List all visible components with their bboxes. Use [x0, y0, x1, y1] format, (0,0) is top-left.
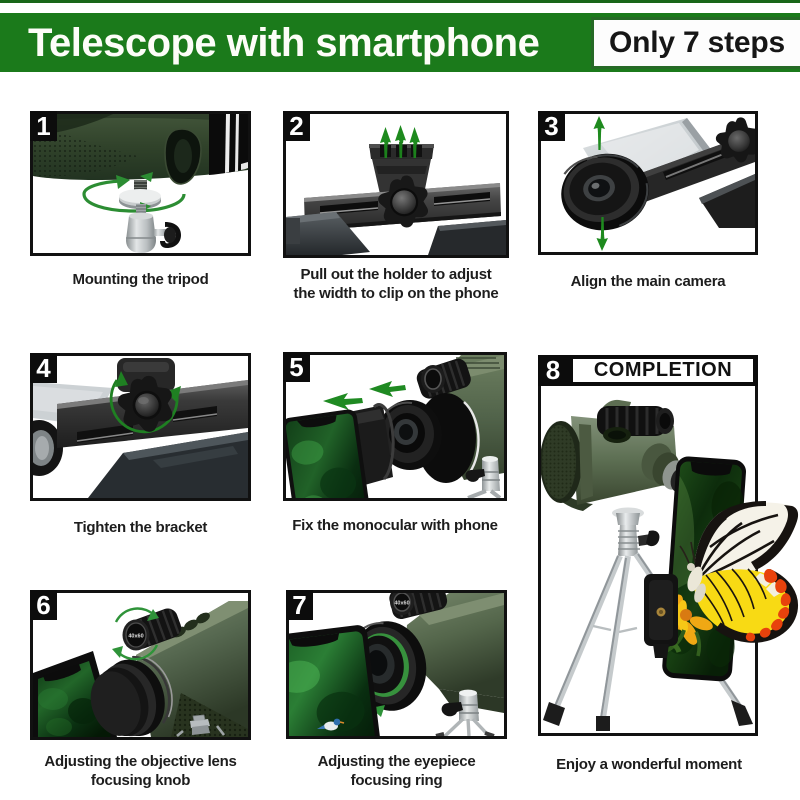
- svg-text:40x60: 40x60: [394, 601, 409, 607]
- svg-text:40x60: 40x60: [128, 634, 143, 640]
